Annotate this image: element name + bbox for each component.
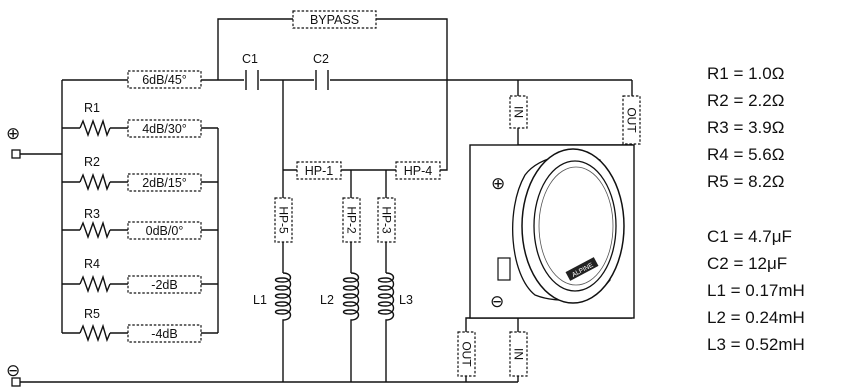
bypass-switch: BYPASS [292,10,377,29]
value-c1: C1 = 4.7μF [707,227,792,246]
port-out-bottom-label: OUT [460,341,474,367]
port-in-bottom-label: IN [512,348,526,360]
tweeter-minus-symbol: ⊖ [490,292,504,312]
tap-hp1-label: HP-1 [305,164,334,178]
tweeter-dome-inner [538,166,614,286]
inductor-l1 [274,272,292,325]
label-l2: L2 [320,293,334,307]
label-l3: L3 [399,293,413,307]
switch-6db: 6dB/45° [127,70,202,89]
value-l3: L3 = 0.52mH [707,335,805,354]
port-in-top-label: IN [512,106,526,118]
resistor-r3 [79,220,111,240]
switch-0db: 0dB/0° [127,221,202,240]
tap-hp3-label: HP-3 [380,206,394,234]
label-r1: R1 [84,101,100,115]
tweeter-plus-symbol: ⊕ [491,174,505,194]
capacitor-c1 [245,70,259,90]
tap-hp1: HP-1 [296,161,342,180]
switch-minus2db: -2dB [127,275,202,294]
tap-hp5: HP-5 [274,197,293,243]
label-r4: R4 [84,257,100,271]
switch-2db-label: 2dB/15° [142,176,187,190]
tap-hp4: HP-4 [395,161,441,180]
component-values: R1 = 1.0Ω R2 = 2.2Ω R3 = 3.9Ω R4 = 5.6Ω … [707,64,805,354]
port-out-bottom: OUT [457,331,476,377]
switch-4db: 4dB/30° [127,119,202,138]
resistor-r1 [79,118,111,138]
label-r2: R2 [84,155,100,169]
inductor-l3 [377,272,395,325]
inductor-l2 [342,272,360,325]
tap-hp4-label: HP-4 [404,164,433,178]
value-r4: R4 = 5.6Ω [707,145,784,164]
minus-terminal-symbol: ⊖ [6,361,20,381]
value-r1: R1 = 1.0Ω [707,64,784,83]
tap-hp2: HP-2 [342,197,361,243]
resistor-r5 [79,323,111,343]
resistor-r4 [79,274,111,294]
value-r2: R2 = 2.2Ω [707,91,784,110]
switch-0db-label: 0dB/0° [146,224,184,238]
bypass-label: BYPASS [310,13,359,27]
tweeter: ⊕ ⊖ ALPINE [469,144,635,319]
port-in-top: IN [509,95,528,129]
switch-2db: 2dB/15° [127,173,202,192]
value-r5: R5 = 8.2Ω [707,172,784,191]
minus-terminal [11,377,21,387]
switch-minus4db: -4dB [127,324,202,343]
label-r5: R5 [84,307,100,321]
value-l2: L2 = 0.24mH [707,308,805,327]
switch-minus4db-label: -4dB [151,327,177,341]
tweeter-dome [533,160,617,292]
port-out-top: OUT [622,95,641,145]
value-c2: C2 = 12μF [707,254,787,273]
switch-minus2db-label: -2dB [151,278,177,292]
tap-hp5-label: HP-5 [277,206,291,234]
tap-hp3: HP-3 [377,197,396,243]
label-r3: R3 [84,207,100,221]
port-in-bottom: IN [509,331,528,377]
tweeter-badge [565,257,599,281]
label-c1: C1 [242,52,258,66]
capacitor-c2 [315,70,329,90]
switch-6db-label: 6dB/45° [142,73,187,87]
plus-terminal-symbol: ⊕ [6,124,20,144]
plus-terminal [11,149,21,159]
value-r3: R3 = 3.9Ω [707,118,784,137]
port-out-top-label: OUT [625,107,639,133]
tap-hp2-label: HP-2 [345,206,359,234]
value-l1: L1 = 0.17mH [707,281,805,300]
label-l1: L1 [253,293,267,307]
label-c2: C2 [313,52,329,66]
tweeter-mount-tab [497,257,511,281]
resistor-r2 [79,172,111,192]
switch-4db-label: 4dB/30° [142,122,187,136]
